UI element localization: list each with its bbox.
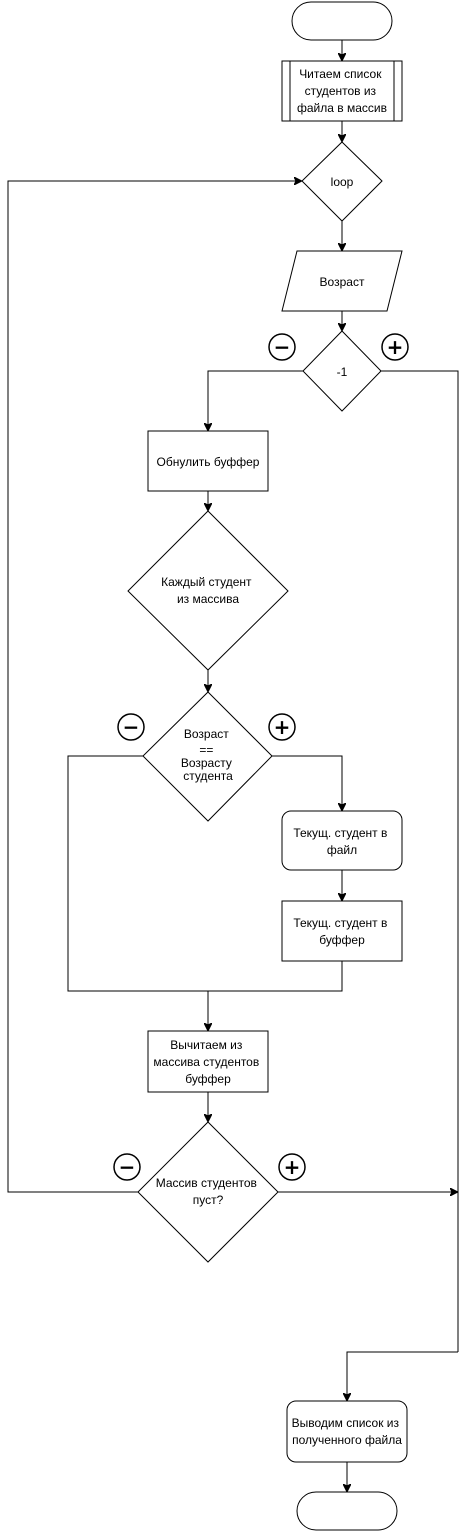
svg-text:+: + [387,335,404,359]
edge-compare-plus [271,755,342,810]
process-current-to-file: Текущ. студент в файл [281,810,403,871]
sign-minus-array-empty: − [113,1153,141,1181]
loop-label: loop [331,175,354,189]
output-list-label: Выводим список из полученного файла [292,1416,403,1447]
age-compare-label: Возраст == Возрасту студента [181,727,235,783]
edge-trunk-output [347,1351,458,1400]
each-student-label: Каждый студент из массива [161,575,255,606]
input-age: Возраст [281,250,403,312]
current-to-file-label: Текущ. студент в файл [293,826,390,857]
end-terminator [296,1491,398,1531]
process-output-list: Выводим список из полученного файла [286,1400,408,1463]
svg-text:−: − [123,715,140,739]
decision-loop: loop [301,141,383,222]
start-terminator [291,1,393,41]
edge-negone-plus [381,370,459,1352]
decision-neg-one: -1 [302,330,382,412]
edge-buffer-join [208,961,343,992]
process-clear-buffer: Обнулить буффер [147,430,269,492]
clear-buffer-label: Обнулить буффер [157,455,260,469]
process-subtract-buffer: Вычитаем из массива студентов буффер [147,1030,269,1093]
svg-text:−: − [119,1155,136,1179]
decision-each-student: Каждый студент из массива [127,510,289,671]
edge-empty-minus-loop [7,181,301,1193]
neg-one-label: -1 [337,365,348,379]
array-empty-label: Массив студентов пуст? [156,1176,261,1207]
edge-negone-minus [208,370,303,430]
edges [7,40,459,1491]
sign-plus-age-compare: + [268,713,296,741]
edge-compare-minus [67,755,208,992]
sign-plus-neg-one: + [381,333,409,361]
sign-minus-age-compare: − [117,713,145,741]
decision-age-compare: Возраст == Возрасту студента [142,691,273,822]
process-current-to-buffer: Текущ. студент в буффер [281,900,403,962]
read-students-label: Читаем список студентов из файла в масси… [297,67,387,115]
svg-text:−: − [274,335,291,359]
sign-plus-array-empty: + [278,1153,306,1181]
current-to-buffer-label: Текущ. студент в буффер [293,916,390,947]
sign-minus-neg-one: − [268,333,296,361]
svg-text:+: + [284,1155,301,1179]
subtract-buffer-label: Вычитаем из массива студентов буффер [153,1038,262,1086]
decision-array-empty: Массив студентов пуст? [137,1121,279,1263]
age-input-label: Возраст [320,275,365,289]
process-read-students: Читаем список студентов из файла в масси… [281,60,403,122]
svg-text:+: + [274,715,291,739]
